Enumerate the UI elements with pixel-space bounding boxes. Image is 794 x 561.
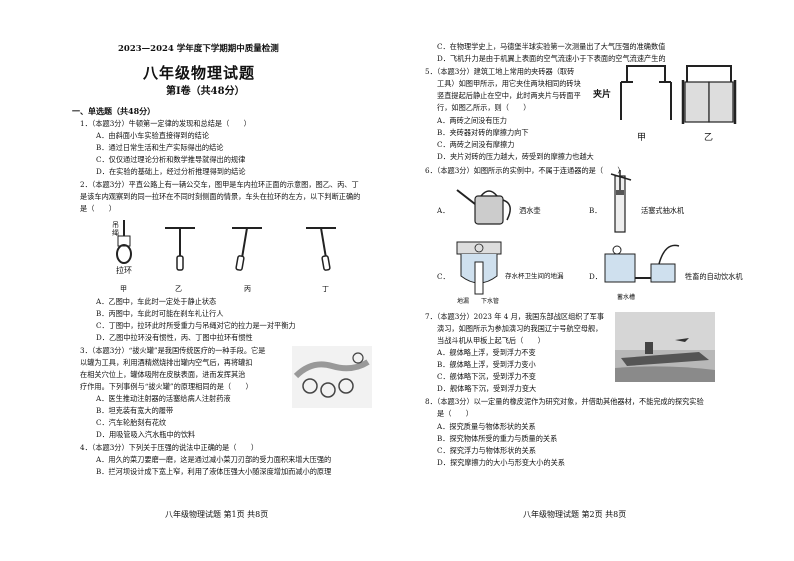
q3-option-d: D．用吸管吸入汽水瓶中的饮料: [96, 430, 196, 439]
q5-option-a: A．两砖之间没有压力: [437, 116, 507, 125]
q7-stem-line3: 当战斗机从甲板上起飞后（ ）: [437, 336, 545, 345]
q6-sub-floor-drain: 地漏: [457, 298, 470, 305]
q2-stem-line3: 是（ ）: [80, 204, 116, 213]
q2-caption-ding: 丁: [322, 285, 329, 293]
handle-side-view-ding: [306, 227, 336, 271]
q4-option-a: A．用久的菜刀要磨一磨，这是通过减小菜刀刃部的受力面积来增大压强的: [96, 455, 332, 464]
q2-caption-bing: 丙: [244, 285, 251, 293]
q7-stem-line2: 演习，如图所示为参加演习的我国辽宁号航空母舰，: [437, 324, 603, 333]
q6-text-b: 活塞式抽水机: [641, 206, 685, 215]
page-title: 八年级物理试题: [143, 64, 256, 82]
q6-text-a: 洒水壶: [519, 206, 541, 215]
section-heading: 一、单选题（共48分）: [72, 106, 156, 116]
aircraft-carrier-image: [615, 312, 715, 382]
q2-caption-yi: 乙: [175, 285, 182, 293]
q8-option-c: C．探究浮力与物体形状的关系: [437, 446, 536, 455]
q5-stem-line2: 工具）如图甲所示，用它夹住两块相同的砖块: [437, 79, 581, 88]
cupping-therapy-image: [292, 346, 372, 408]
q4-stem: 4．（本题3分）下列关于压强的说法中正确的是（ ）: [80, 443, 259, 452]
q5-clip-label: 夹片: [593, 90, 612, 100]
q1-option-c: C．仅仅通过理论分析和数学推导就得出的规律: [96, 155, 246, 164]
q3-option-b: B．坦克装有宽大的履带: [96, 406, 174, 415]
part-title: 第Ⅰ卷（共48分）: [166, 86, 245, 97]
q8-option-b: B．探究物体所受的重力与质量的关系: [437, 434, 558, 443]
handle-side-view-yi: [165, 227, 195, 271]
q5-stem-line3: 竖直提起后静止在空中，此时两夹片与砖面平: [437, 91, 581, 100]
q2-option-c: C．丁图中，拉环此时所受重力与吊绳对它的拉力是一对平衡力: [96, 321, 296, 330]
q1-stem: 1．（本题3分）牛顿第一定律的发现和总结是（ ）: [80, 119, 251, 128]
q5-option-b: B．夹砖器对砖的摩擦力向下: [437, 128, 529, 137]
handle-side-view-bing: [232, 227, 262, 271]
q6-text-d: 牲畜的自动饮水机: [685, 272, 743, 281]
q2-handle-figures: [116, 220, 336, 271]
brick-clamp-figures: [620, 65, 737, 124]
q2-stem-line1: 2．（本题3分）平直公路上有一辆公交车，图甲是车内拉环正面的示意图，图乙、丙、丁: [80, 180, 359, 189]
watering-can-image: [456, 189, 511, 225]
brick-clamp-jia: [620, 65, 672, 120]
q5-option-c: C．两砖之间没有摩擦力: [437, 140, 515, 149]
page-2: C．在物理学史上，马德堡半球实验第一次测量出了大气压强的准确数值 D．飞机升力是…: [397, 0, 794, 561]
q2-fig-hanger-label: 吊绳: [112, 221, 119, 237]
q7-stem-line1: 7．（本题3分）2023 年 4 月，我国东部战区组织了军事: [425, 312, 605, 321]
q6-text-c: 存水杯卫生间的地漏: [505, 272, 564, 280]
page-1: 2023—2024 学年度下学期期中质量检测 八年级物理试题 第Ⅰ卷（共48分）…: [72, 44, 372, 519]
q4-option-d: D．飞机升力是由于机翼上表面的空气流速小于下表面的空气流速产生的: [437, 54, 666, 63]
q1-option-a: A．由斜面小车实验直接得到的结论: [96, 131, 210, 140]
q3-option-c: C．汽车轮胎刻有花纹: [96, 418, 167, 427]
q7-option-b: B．舰体略上浮，受到浮力变小: [437, 360, 536, 369]
q3-stem-line2: 以罐为工具，利用酒精燃烧排出罐内空气后，再将罐扣: [80, 358, 253, 367]
q2-option-b: B．丙图中，车此时可能在刹车礼让行人: [96, 309, 224, 318]
piston-pump-image: [610, 170, 632, 233]
q3-stem-line1: 3．（本题3分）“拔火罐”是我国传统医疗的一种手段。它是: [80, 346, 266, 355]
q8-option-a: A．探究质量与物体形状的关系: [437, 422, 536, 431]
q8-option-d: D．探究摩擦力的大小与形变大小的关系: [437, 458, 565, 467]
exam-header: 2023—2024 学年度下学期期中质量检测: [118, 44, 279, 54]
q6-sub-trough: 蓄水槽: [617, 294, 636, 301]
q3-stem-line3: 在相关穴位上，罐体吸附在皮肤表面，进而发挥其治: [80, 370, 246, 379]
q5-caption-jia: 甲: [637, 133, 647, 143]
q5-option-d: D．夹片对砖的压力越大，砖受到的摩擦力也越大: [437, 152, 594, 161]
q5-stem-line4: 行，如图乙所示，则（ ）: [437, 103, 531, 112]
brick-clamp-yi: [681, 65, 737, 124]
q6-label-a: A．: [437, 206, 450, 215]
q3-stem-line4: 疗作用。下列事例与“拔火罐”的原理相同的是（ ）: [80, 382, 253, 391]
q3-option-a: A．医生推动注射器的活塞给病人注射药液: [96, 394, 231, 403]
q5-caption-yi: 乙: [704, 133, 714, 143]
q7-option-c: C．舰体略下沉，受到浮力不变: [437, 372, 536, 381]
q5-stem-line1: 5．（本题3分）建筑工地上常用的夹砖器（取砖: [425, 67, 575, 76]
handle-front-view: [116, 220, 132, 264]
q8-stem-line1: 8．（本题3分）以一定量的橡皮泥作为研究对象，并借助其他器材，不能完成的探究实验: [425, 397, 704, 406]
q7-option-a: A．舰体略上浮，受到浮力不变: [437, 348, 536, 357]
floor-drain-image: [456, 241, 502, 295]
page-footer: 八年级物理试题 第1页 共8页: [165, 510, 269, 519]
q6-label-c: C．: [437, 272, 450, 281]
q6-stem: 6．（本题3分）如图所示的实例中，不属于连通器的是（ ）: [425, 166, 625, 175]
q4-option-c: C．在物理学史上，马德堡半球实验第一次测量出了大气压强的准确数值: [437, 42, 666, 51]
q6-label-d: D．: [589, 272, 602, 281]
q6-label-b: B．: [589, 206, 602, 215]
q2-fig-ring-label: 拉环: [116, 266, 132, 275]
q1-option-b: B．通过日常生活和生产实际得出的结论: [96, 143, 224, 152]
q2-caption-jia: 甲: [120, 285, 127, 293]
q1-option-d: D．在实验的基础上，经过分析推理得到的结论: [96, 167, 246, 176]
q2-option-a: A．乙图中，车此时一定处于静止状态: [96, 297, 217, 306]
livestock-water-trough-image: [604, 244, 680, 283]
page-footer: 八年级物理试题 第2页 共8页: [523, 510, 627, 519]
q4-option-b: B．拦河坝设计成下宽上窄，利用了液体压强大小随深度增加而减小的原理: [96, 467, 332, 476]
q6-sub-drain-pipe: 下水管: [481, 298, 500, 305]
q7-option-d: D．舰体略下沉，受到浮力变大: [437, 384, 537, 393]
q2-stem-line2: 是该车内观察到的同一拉环在不同时刻侧面的情景，车头在拉环的左方，以下判断正确的: [80, 192, 361, 201]
q8-stem-line2: 是（ ）: [437, 409, 473, 418]
q2-option-d: D．乙图中拉环没有惯性，丙、丁图中拉环有惯性: [96, 333, 253, 342]
